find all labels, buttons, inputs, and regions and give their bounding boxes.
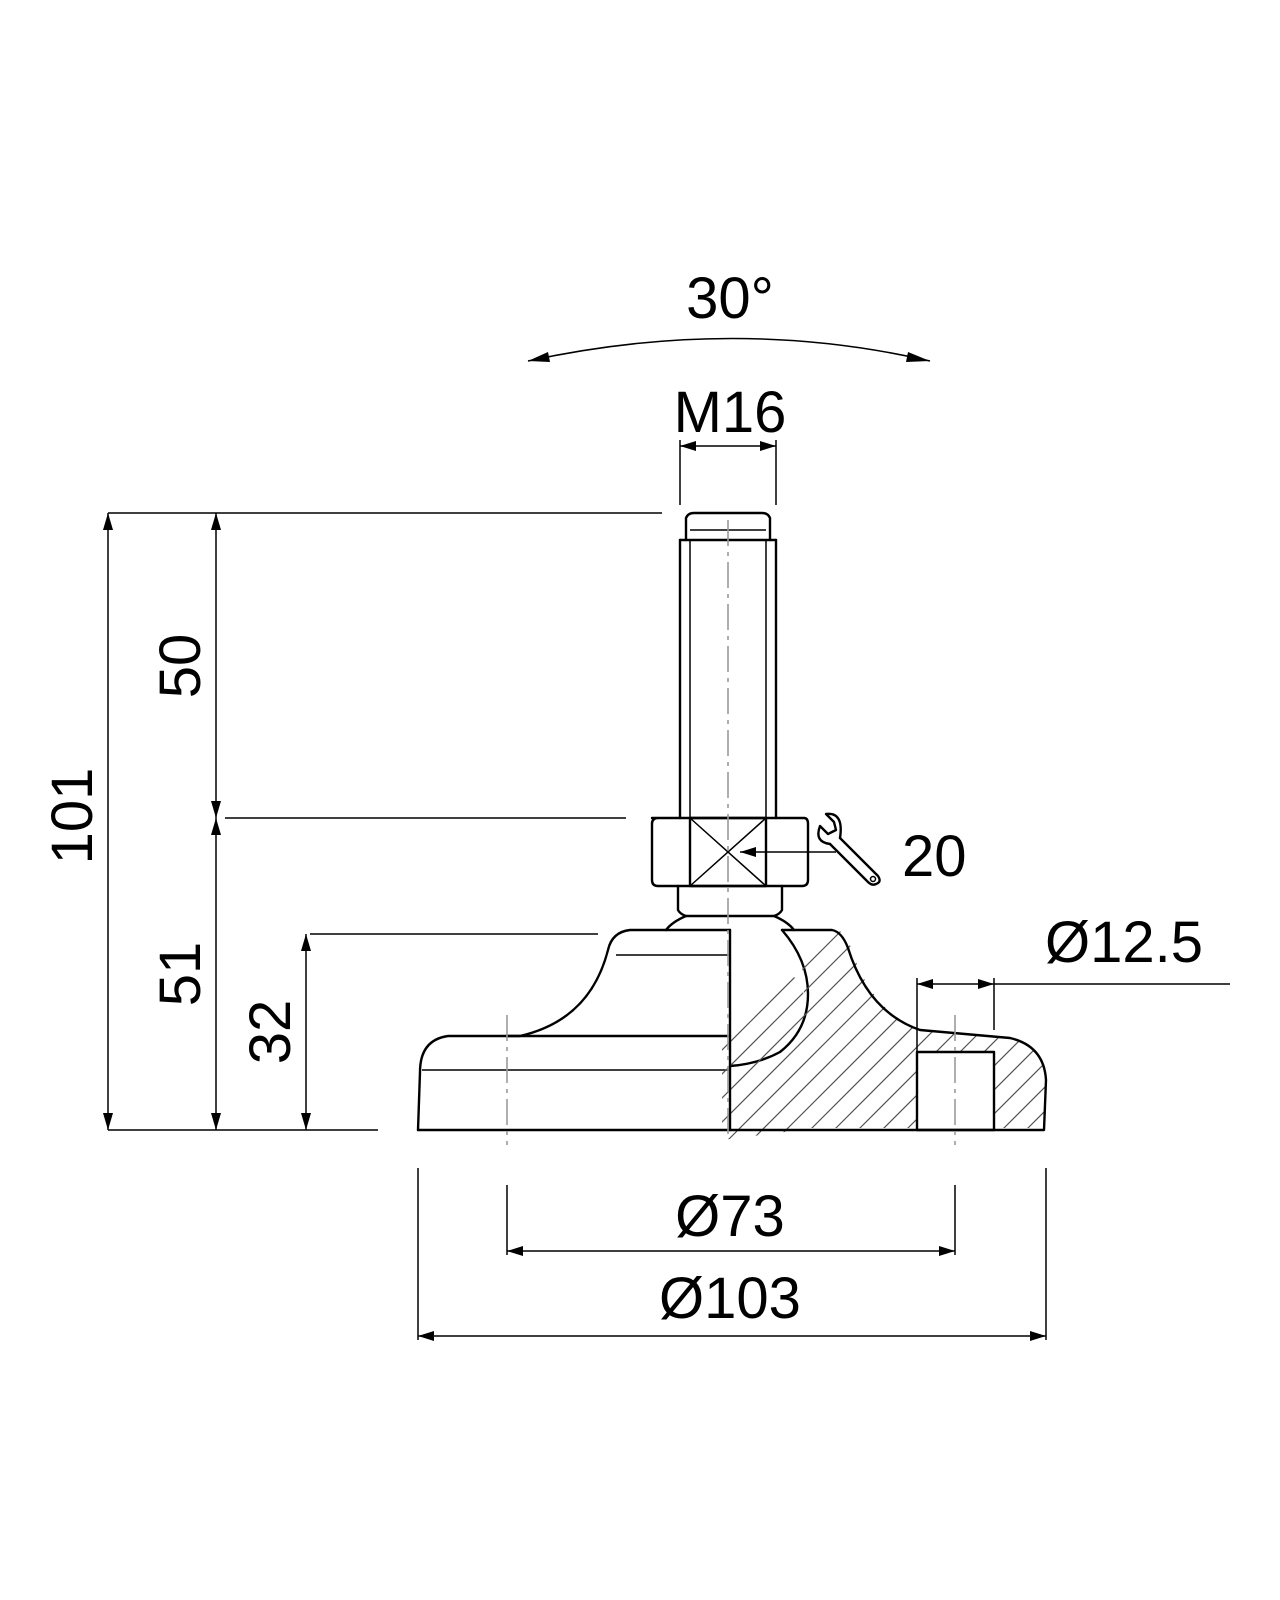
- wrench-callout: 20: [740, 812, 967, 889]
- center-lines: [506, 520, 956, 1145]
- base-diameter-dimension: Ø103: [417, 1168, 1047, 1341]
- height-dimensions: 101 50 51 32: [40, 512, 662, 1131]
- thread-label: M16: [674, 380, 787, 445]
- wrench-size-label: 20: [902, 824, 967, 889]
- bolt-circle-dimension: Ø73: [506, 1184, 956, 1256]
- base-height-label: 51: [148, 942, 213, 1007]
- angle-label: 30°: [686, 266, 774, 331]
- bolt-circle-label: Ø73: [675, 1184, 785, 1249]
- wrench-icon: [817, 812, 881, 886]
- stud-length-label: 50: [148, 634, 213, 699]
- ball-joint: [664, 884, 810, 1068]
- thread-dimension: M16: [674, 380, 787, 505]
- hole-dimension: Ø12.5: [916, 910, 1230, 1052]
- base-left: [416, 928, 732, 1132]
- foot-height-label: 32: [238, 1000, 303, 1065]
- base-diameter-label: Ø103: [659, 1266, 801, 1331]
- hole-diameter-label: Ø12.5: [1045, 910, 1203, 975]
- total-height-label: 101: [40, 768, 105, 865]
- angle-dimension: 30°: [527, 266, 931, 362]
